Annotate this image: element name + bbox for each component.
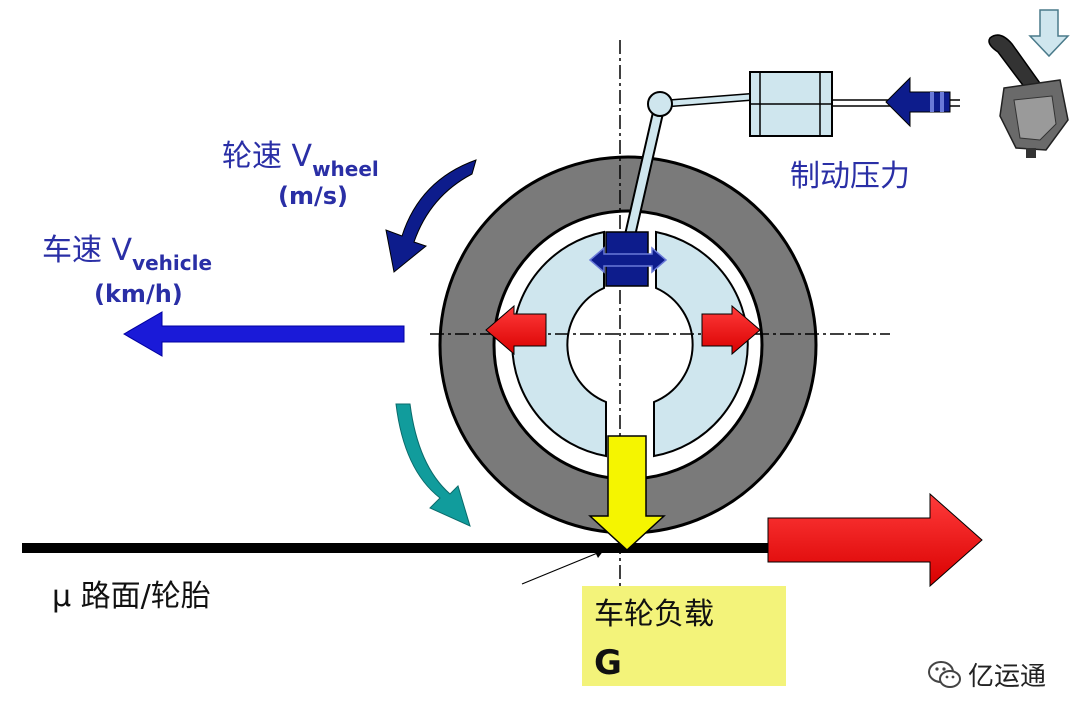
vehicle-speed-subscript: vehicle [132,251,213,275]
contact-pointer [521,551,601,585]
wheel-load-arrow [588,435,666,552]
wheel-load-symbol: G [594,643,622,683]
wheel-speed-unit: (m/s) [278,182,348,210]
brake-shoe-left [511,230,607,458]
wheel-speed-arrow [385,159,477,273]
brake-force-arrow [885,76,951,128]
brake-pressure-label: 制动压力 [790,159,910,194]
wheel-load-box [582,586,786,686]
vehicle-speed-label: 车速 Vvehicle [42,233,213,275]
shoe-force-arrow-left [485,304,547,356]
wheel-speed-label: 轮速 Vwheel [222,139,379,181]
pedal-press-arrow [1028,9,1070,58]
vehicle-speed-arrow [123,311,405,357]
watermark: 亿运通 [928,656,1046,693]
friction-force-arrow [767,492,983,588]
wechat-icon [928,660,961,688]
shoe-force-arrow-right [701,304,761,356]
watermark-text: 亿运通 [968,662,1047,692]
road-tire-label: μ 路面/轮胎 [52,579,211,614]
pivot-joint [647,91,673,117]
vehicle-speed-unit: (km/h) [94,280,183,308]
brake-shoe-right [653,230,749,458]
brake-pedal [988,34,1069,158]
rotation-arrow [395,403,471,527]
wheel-load-label: 车轮负载 [594,597,714,632]
wheel-speed-subscript: wheel [312,157,379,181]
